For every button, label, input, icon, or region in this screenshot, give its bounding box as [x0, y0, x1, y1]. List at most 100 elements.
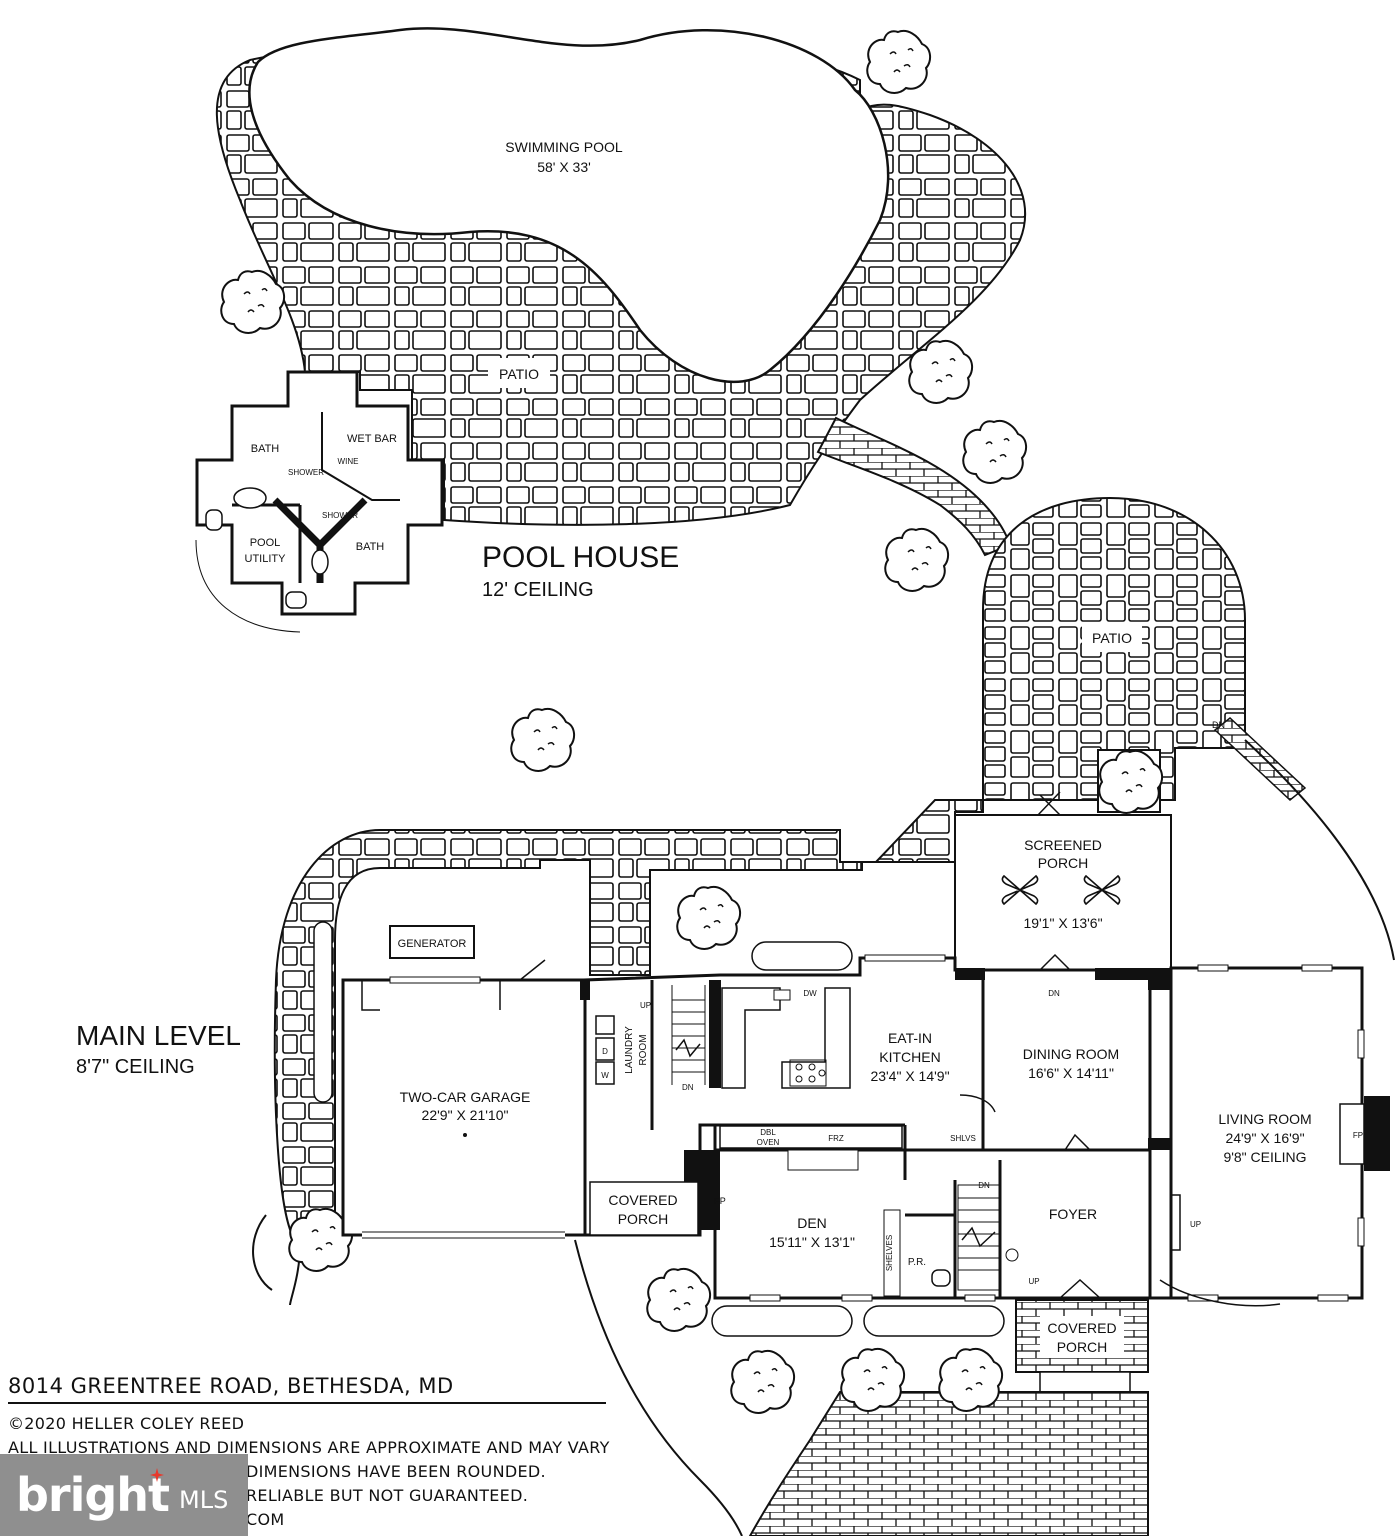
- stair-up-label: UP: [1028, 1277, 1039, 1286]
- patio-label: PATIO: [1092, 630, 1132, 646]
- bath-label: BATH: [251, 443, 280, 455]
- kitchen-label: KITCHEN: [879, 1049, 940, 1065]
- living-dims: 24'9" X 16'9": [1225, 1130, 1304, 1146]
- generator: [389, 925, 475, 959]
- bath-label: BATH: [356, 541, 385, 553]
- laundry-label: ROOM: [638, 1034, 649, 1065]
- den-counter: [787, 1149, 859, 1171]
- washer-label: W: [601, 1071, 609, 1080]
- kitchen-sink: [773, 989, 791, 1001]
- front-steps: [1039, 1371, 1131, 1393]
- hedge: [863, 1305, 1005, 1337]
- shelves-label: SHELVES: [885, 1235, 894, 1271]
- patio-label-box: [1082, 624, 1142, 652]
- sink-icon: [233, 487, 267, 509]
- dryer: [595, 1037, 615, 1061]
- hedge: [313, 921, 333, 1103]
- garage-center-point: [463, 1133, 467, 1137]
- front-walk-edge: [1159, 1279, 1281, 1307]
- laundry-label: LAUNDRY: [624, 1026, 635, 1074]
- patio-label: PATIO: [499, 366, 539, 382]
- swimming-pool: [248, 27, 890, 384]
- main-stair: [957, 1184, 1019, 1291]
- tree-icon: [938, 1347, 1004, 1412]
- tree-icon: [962, 419, 1028, 484]
- sink-icon: [311, 549, 329, 575]
- hedge: [751, 941, 853, 971]
- dining-dims: 16'6" X 14'11": [1028, 1065, 1114, 1081]
- pool-house-ceiling: 12' CEILING: [482, 579, 594, 601]
- tree-icon: [676, 885, 742, 950]
- screened-porch-label: SCREENED: [1024, 837, 1102, 853]
- tree-icon: [220, 269, 286, 334]
- garage-doors: [361, 959, 546, 1011]
- toilet-icon: [205, 509, 223, 531]
- foyer-label: FOYER: [1049, 1206, 1097, 1222]
- fireplace-hearth: [1339, 1103, 1365, 1165]
- patio-label-box: [488, 358, 550, 388]
- property-address: 8014 GREENTREE ROAD, BETHESDA, MD: [8, 1374, 606, 1404]
- laundry-sink: [595, 1015, 615, 1035]
- garden-edge: [1244, 739, 1395, 961]
- pool-utility-label: UTILITY: [245, 553, 287, 565]
- kitchen-counter: [721, 987, 851, 1089]
- living-label: LIVING ROOM: [1218, 1111, 1311, 1127]
- tree-icon: [840, 1347, 906, 1412]
- porch-label-box: [1040, 1316, 1124, 1358]
- dbl-oven-label: OVEN: [757, 1138, 780, 1147]
- disclaimer-line: RELIABLE BUT NOT GUARANTEED.: [246, 1486, 529, 1505]
- side-entry: [1171, 1194, 1181, 1251]
- living-ceiling: 9'8" CEILING: [1223, 1149, 1306, 1165]
- stair: [671, 985, 706, 1085]
- main-level-ceiling: 8'7" CEILING: [76, 1056, 195, 1078]
- copyright-line: ©2020 HELLER COLEY REED: [8, 1414, 245, 1433]
- laundry-up-label: UP: [640, 1001, 651, 1010]
- house-patio: [273, 799, 984, 1247]
- pool-house-swing-arc: [195, 539, 301, 633]
- pool-label: SWIMMING POOL: [505, 139, 623, 155]
- disclaimer-line: COM: [246, 1510, 285, 1529]
- garage-dims: 22'9" X 21'10": [422, 1107, 509, 1123]
- tree-icon: [730, 1349, 796, 1414]
- logo-suffix: MLS: [179, 1486, 229, 1514]
- bright-mls-logo: bright MLS: [0, 1454, 248, 1536]
- tree-icon: [866, 29, 932, 94]
- screened-porch: [954, 814, 1172, 971]
- wet-bar-label: WET BAR: [347, 433, 397, 445]
- pool-dims: 58' X 33': [537, 159, 591, 175]
- stair-dn-label: DN: [978, 1181, 990, 1190]
- tree-icon: [510, 707, 576, 772]
- door-swing: [1039, 953, 1071, 971]
- cooktop-icon: [789, 1059, 827, 1087]
- kitchen-label: EAT-IN: [888, 1030, 932, 1046]
- disclaimer-line: ALL ILLUSTRATIONS AND DIMENSIONS ARE APP…: [8, 1438, 610, 1457]
- fireplace-label: FP: [1353, 1131, 1363, 1140]
- pool-utility-label: POOL: [250, 537, 281, 549]
- den-label: DEN: [797, 1215, 827, 1231]
- main-level-title: MAIN LEVEL: [76, 1020, 241, 1051]
- covered-porch-label: COVERED: [1047, 1320, 1116, 1336]
- logo-brand: bright: [16, 1468, 170, 1522]
- den-dims: 15'11" X 13'1": [769, 1234, 855, 1250]
- wet-bar-counter: [321, 412, 400, 501]
- tree-icon: [884, 527, 950, 592]
- wine-label: WINE: [338, 457, 359, 466]
- dryer-label: D: [602, 1047, 608, 1056]
- shelves: [883, 1209, 901, 1297]
- covered-porch-label: COVERED: [608, 1192, 677, 1208]
- tree-icon: [908, 339, 974, 404]
- house-walls: [583, 956, 1364, 1300]
- frz-label: FRZ: [828, 1134, 844, 1143]
- sparkle-icon: [150, 1468, 164, 1482]
- tree-icon: [646, 1267, 712, 1332]
- washer: [595, 1061, 615, 1085]
- dw-label: DW: [803, 989, 817, 998]
- laundry-dn-label: DN: [682, 1083, 694, 1092]
- front-walk: [748, 1391, 1149, 1536]
- garden-edge: [252, 1214, 273, 1291]
- door-swing: [959, 1094, 996, 1113]
- tree-icon: [1098, 749, 1164, 814]
- generator-label: GENERATOR: [398, 938, 467, 950]
- toilet-icon: [285, 591, 307, 609]
